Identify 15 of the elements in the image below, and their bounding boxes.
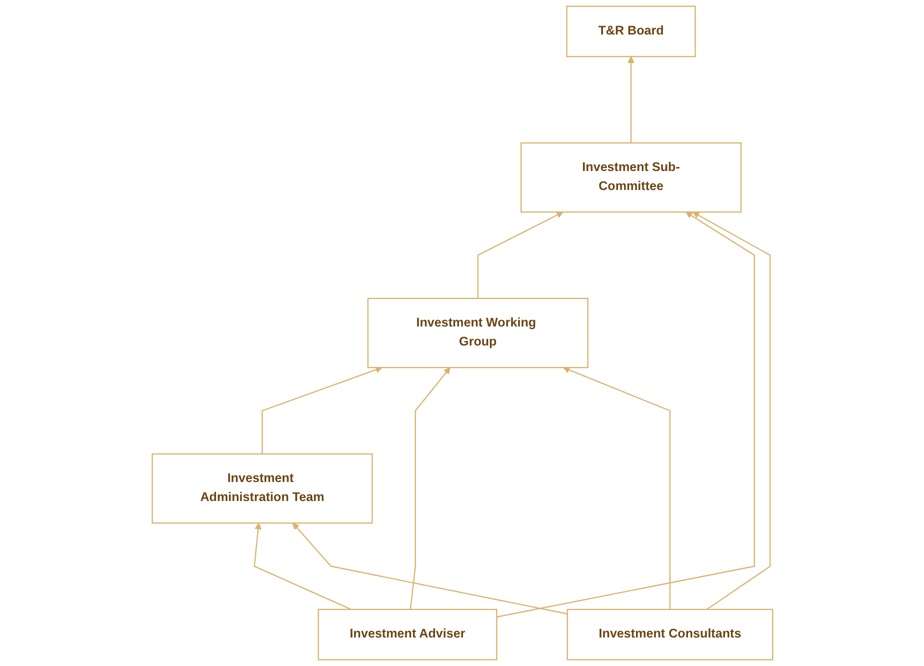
arrow xyxy=(292,522,568,614)
arrow xyxy=(562,366,670,610)
node-box: Investment Adviser xyxy=(317,608,497,660)
node-box: Investment Administration Team xyxy=(151,453,372,524)
node-box: Investment Sub-Committee xyxy=(520,142,742,213)
arrow xyxy=(261,366,382,454)
arrow xyxy=(496,212,755,618)
node-box: T&R Board xyxy=(566,6,696,58)
node-box: Investment Working Group xyxy=(366,298,588,368)
node-box: Investment Consultants xyxy=(566,608,773,660)
arrow xyxy=(476,212,563,298)
arrow xyxy=(692,212,770,610)
arrow xyxy=(627,56,634,143)
arrow xyxy=(409,367,450,610)
arrow xyxy=(253,522,351,610)
